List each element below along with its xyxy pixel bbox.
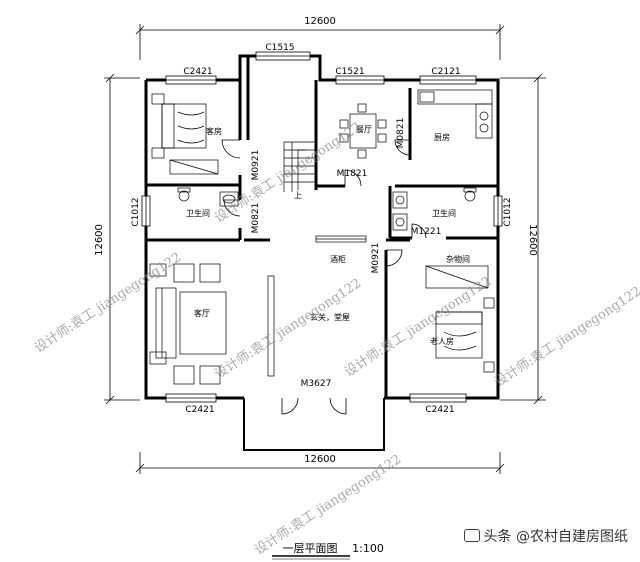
dimension-right: 12600	[527, 224, 538, 256]
dimension-left: 12600	[94, 224, 105, 256]
door-label-right-bath: M1221	[411, 227, 442, 237]
plan-scale: 1:100	[352, 542, 384, 555]
staircase	[283, 141, 316, 192]
window-label-stair: C1515	[265, 43, 294, 53]
dimension-lines	[104, 24, 546, 474]
room-label-right-bath: 卫生间	[432, 208, 456, 218]
window-label-bottom-left: C2421	[185, 405, 214, 415]
dimension-bottom: 12600	[304, 454, 336, 465]
window-label-top-left: C2421	[183, 67, 212, 77]
window-label-right-bath: C1012	[503, 197, 513, 226]
camera-icon	[463, 529, 480, 542]
window-label-left-bath: C1012	[131, 197, 141, 226]
watermark: 设计师:袁工 jiangegong122	[342, 274, 494, 380]
dimension-top: 12600	[304, 16, 336, 27]
furniture	[149, 89, 495, 385]
window-label-dining: C1521	[335, 67, 364, 77]
window-label-kitchen: C2121	[431, 67, 460, 77]
door-swings	[221, 139, 427, 415]
window-marks	[141, 51, 503, 403]
watermark: 设计师:袁工 jiangegong122	[492, 284, 640, 390]
door-label-left-bath: M0821	[251, 203, 261, 234]
plan-title-text: 一层平面图	[283, 542, 338, 555]
room-label-dining: 餐厅	[356, 125, 372, 134]
room-label-cabinet: 酒柜	[330, 254, 346, 264]
room-label-elder-room: 老人房	[430, 336, 454, 346]
room-label-kitchen: 厨房	[434, 132, 450, 142]
door-label-entrance: M3627	[301, 379, 332, 389]
door-label-storage: M0921	[371, 243, 381, 274]
source-credit-text: 头条 @农村自建房图纸	[483, 529, 628, 545]
plan-title: 一层平面图 1:100	[272, 542, 384, 560]
door-label-kitchen: M0821	[396, 118, 406, 149]
watermark: 设计师:袁工 jiangegong122	[212, 276, 364, 382]
door-label-guest-room: M0921	[251, 150, 261, 181]
source-credit: 头条 @农村自建房图纸	[463, 526, 628, 546]
watermark: 设计师:袁工 jiangegong122	[32, 250, 184, 356]
room-label-storage: 杂物间	[446, 254, 470, 264]
stair-up-label: 上	[294, 191, 302, 200]
room-label-guest-room: 客房	[206, 126, 222, 136]
walls	[144, 54, 500, 451]
window-label-bottom-right: C2421	[425, 405, 454, 415]
door-label-dining: M1821	[337, 169, 368, 179]
room-label-foyer: 玄关，堂屋	[310, 312, 350, 322]
room-label-left-bath: 卫生间	[186, 208, 210, 218]
room-label-living: 客厅	[194, 308, 210, 318]
